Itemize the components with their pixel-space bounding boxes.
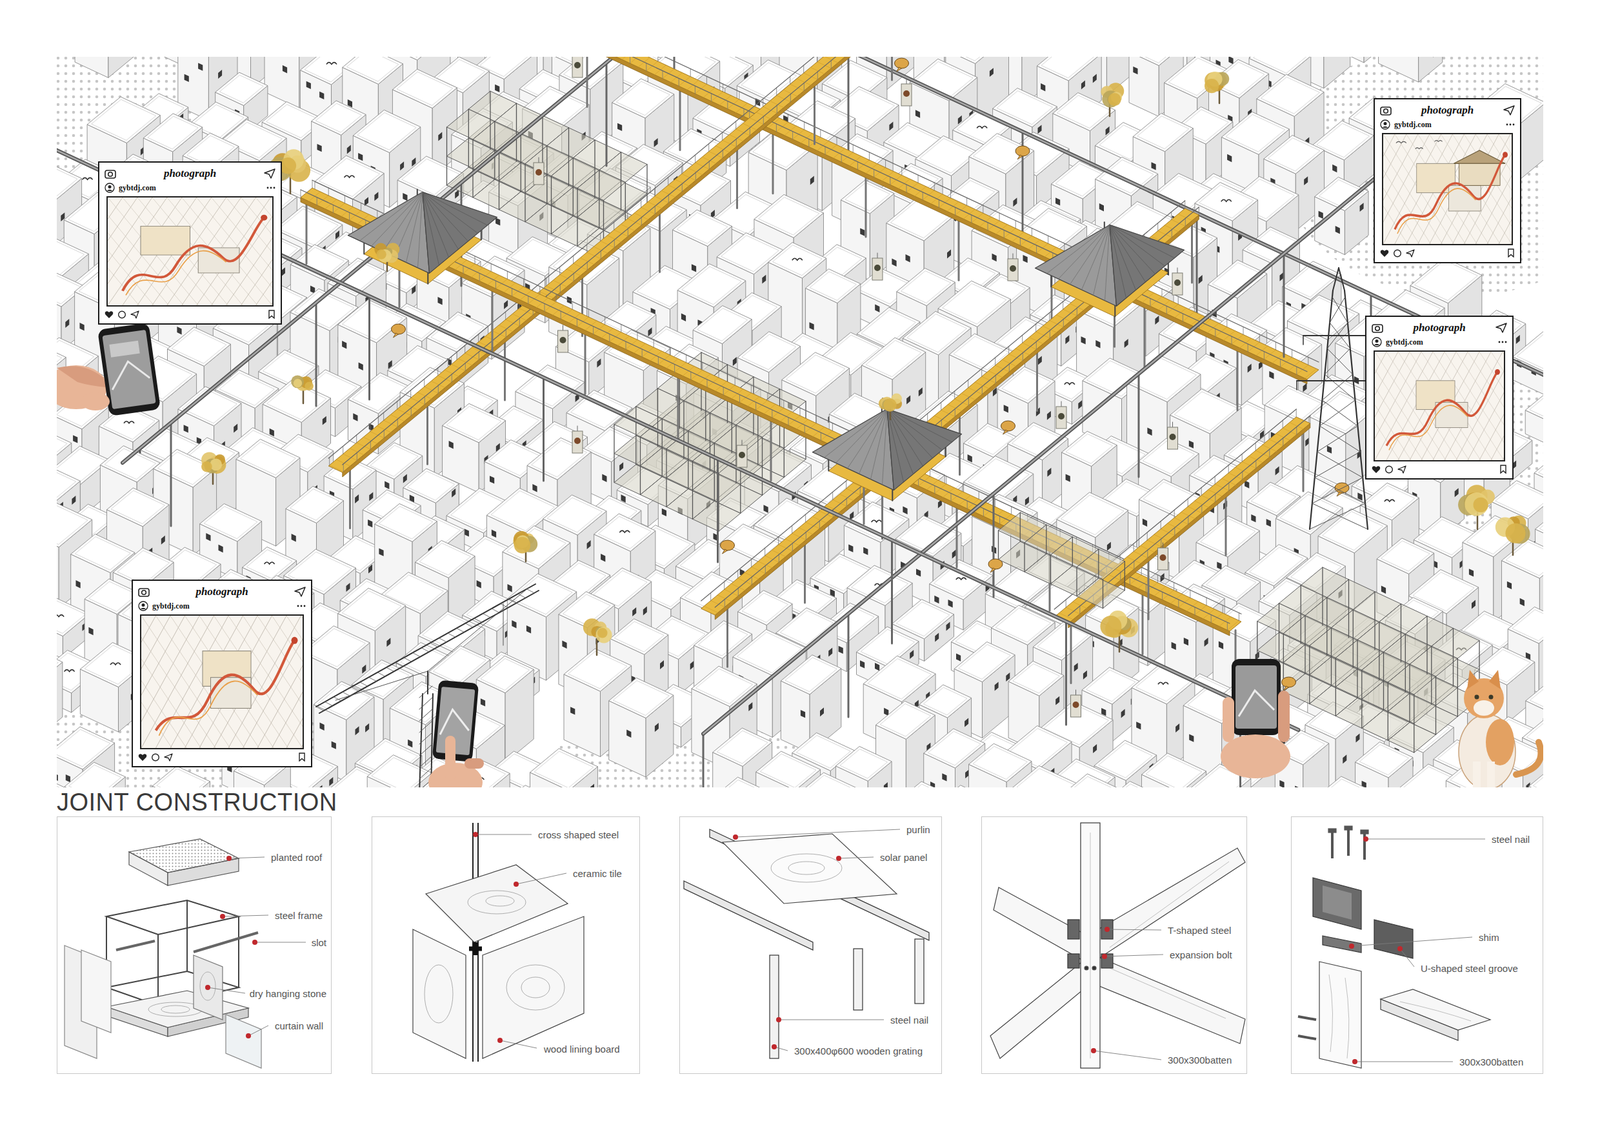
page: JOINT CONSTRUCTIONphotographgybtdj.comph… [0,0,1600,1132]
